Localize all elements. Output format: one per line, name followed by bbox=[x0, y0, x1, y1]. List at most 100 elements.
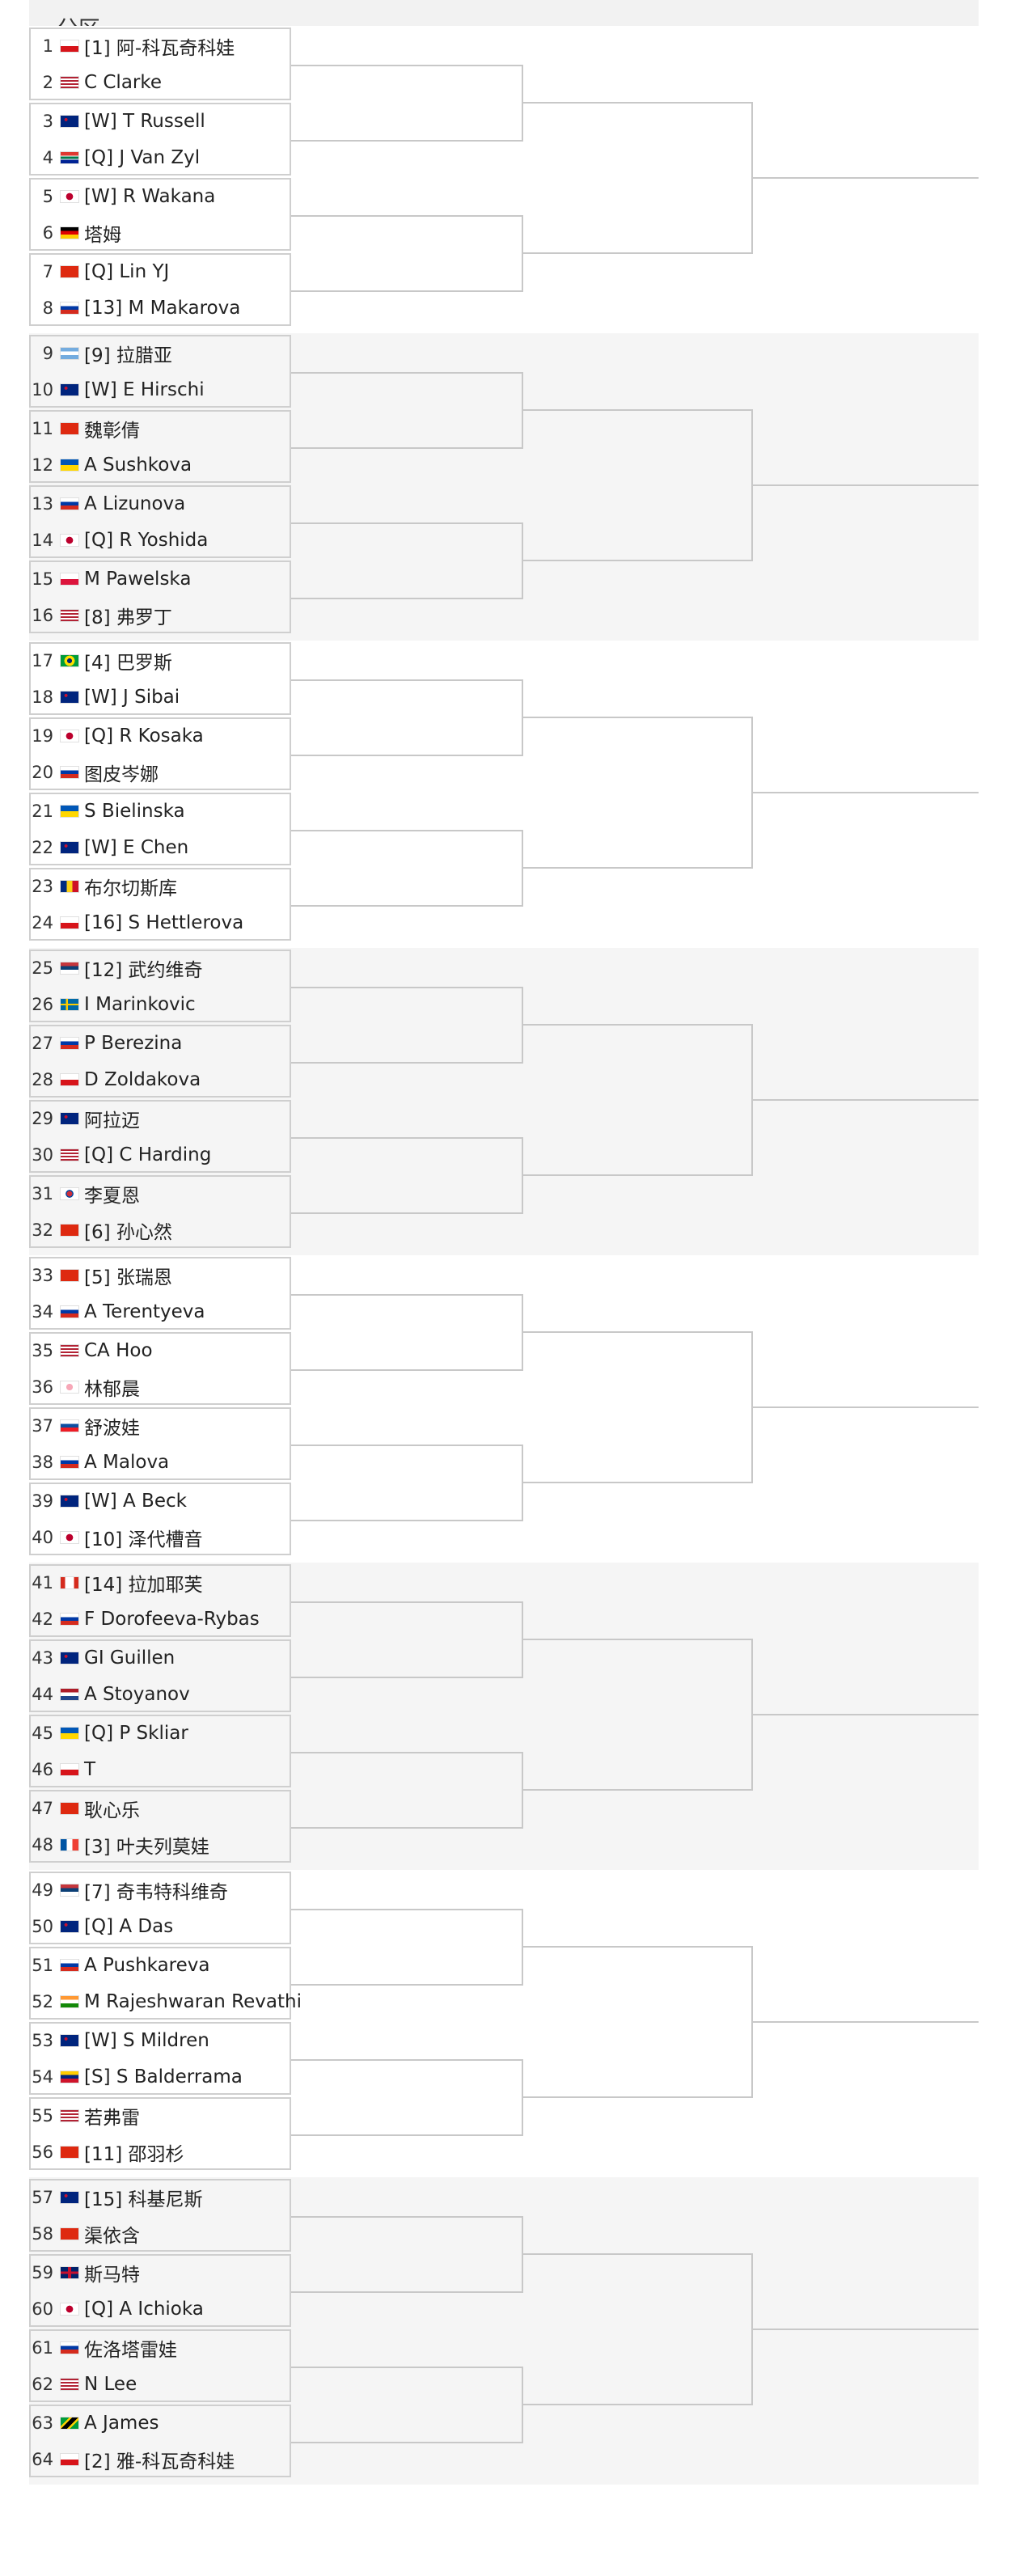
player-name[interactable]: [12] 武约维奇 bbox=[84, 960, 203, 981]
player-row[interactable]: 16[8] 弗罗丁 bbox=[29, 597, 385, 634]
player-name[interactable]: A James bbox=[84, 2413, 159, 2434]
player-name[interactable]: D Zoldakova bbox=[84, 1069, 201, 1090]
player-name[interactable]: [Q] R Yoshida bbox=[84, 530, 209, 551]
player-name[interactable]: M Rajeshwaran Revathi bbox=[84, 1991, 302, 2012]
player-name[interactable]: 佐洛塔雷娃 bbox=[84, 2340, 177, 2361]
player-name[interactable]: I Marinkovic bbox=[84, 994, 196, 1015]
player-row[interactable]: 54[S] S Balderrama bbox=[29, 2058, 385, 2096]
player-row[interactable]: 32[6] 孙心然 bbox=[29, 1212, 385, 1249]
player-row[interactable]: 57[15] 科基尼斯 bbox=[29, 2179, 385, 2216]
player-name[interactable]: 舒波娃 bbox=[84, 1418, 140, 1439]
player-name[interactable]: A Pushkareva bbox=[84, 1955, 210, 1976]
player-row[interactable]: 41[14] 拉加耶芙 bbox=[29, 1564, 385, 1601]
player-name[interactable]: [W] J Sibai bbox=[84, 687, 180, 708]
player-name[interactable]: [6] 孙心然 bbox=[84, 1222, 172, 1243]
player-name[interactable]: [2] 雅-科瓦奇科娃 bbox=[84, 2451, 235, 2472]
player-name[interactable]: 布尔切斯库 bbox=[84, 878, 177, 899]
player-name[interactable]: [W] A Beck bbox=[84, 1491, 187, 1512]
player-name[interactable]: [15] 科基尼斯 bbox=[84, 2189, 203, 2210]
player-row[interactable]: 53[W] S Mildren bbox=[29, 2022, 385, 2059]
player-row[interactable]: 18[W] J Sibai bbox=[29, 679, 385, 716]
player-name[interactable]: A Terentyeva bbox=[84, 1301, 205, 1322]
player-name[interactable]: [11] 邵羽杉 bbox=[84, 2144, 184, 2165]
player-name[interactable]: 图皮岑娜 bbox=[84, 764, 159, 785]
player-name[interactable]: N Lee bbox=[84, 2374, 137, 2395]
player-name[interactable]: [S] S Balderrama bbox=[84, 2066, 243, 2087]
player-name[interactable]: 魏彰倩 bbox=[84, 421, 140, 442]
player-row[interactable]: 14[Q] R Yoshida bbox=[29, 522, 385, 559]
player-name[interactable]: [Q] R Kosaka bbox=[84, 725, 204, 747]
player-name[interactable]: [8] 弗罗丁 bbox=[84, 607, 172, 628]
player-row[interactable]: 4[Q] J Van Zyl bbox=[29, 139, 385, 176]
player-row[interactable]: 1[1] 阿-科瓦奇科娃 bbox=[29, 27, 385, 65]
player-name[interactable]: S Bielinska bbox=[84, 801, 185, 822]
player-name[interactable]: [9] 拉腊亚 bbox=[84, 345, 172, 366]
player-name[interactable]: [1] 阿-科瓦奇科娃 bbox=[84, 38, 235, 59]
player-row[interactable]: 22[W] E Chen bbox=[29, 829, 385, 866]
player-row[interactable]: 39[W] A Beck bbox=[29, 1483, 385, 1520]
player-row[interactable]: 60[Q] A Ichioka bbox=[29, 2290, 385, 2328]
player-name[interactable]: 李夏恩 bbox=[84, 1186, 140, 1207]
player-name[interactable]: [13] M Makarova bbox=[84, 298, 241, 319]
player-row[interactable]: 33[5] 张瑞恩 bbox=[29, 1257, 385, 1294]
player-name[interactable]: [10] 泽代槽音 bbox=[84, 1529, 203, 1550]
player-name[interactable]: [W] T Russell bbox=[84, 111, 205, 132]
player-row[interactable]: 64[2] 雅-科瓦奇科娃 bbox=[29, 2441, 385, 2478]
player-row[interactable]: 19[Q] R Kosaka bbox=[29, 717, 385, 755]
player-row[interactable]: 48[3] 叶夫列莫娃 bbox=[29, 1826, 385, 1863]
player-name[interactable]: CA Hoo bbox=[84, 1340, 153, 1361]
player-name[interactable]: 塔姆 bbox=[84, 225, 121, 246]
player-name[interactable]: [W] E Chen bbox=[84, 837, 189, 858]
player-row[interactable]: 25[12] 武约维奇 bbox=[29, 950, 385, 987]
player-name[interactable]: [Q] A Das bbox=[84, 1916, 174, 1937]
player-row[interactable]: 5[W] R Wakana bbox=[29, 178, 385, 215]
player-row[interactable]: 9[9] 拉腊亚 bbox=[29, 335, 385, 372]
player-name[interactable]: M Pawelska bbox=[84, 569, 192, 590]
player-row[interactable]: 8[13] M Makarova bbox=[29, 290, 385, 327]
player-name[interactable]: C Clarke bbox=[84, 72, 163, 93]
player-row[interactable]: 40[10] 泽代槽音 bbox=[29, 1519, 385, 1556]
player-name[interactable]: F Dorofeeva-Rybas bbox=[84, 1609, 260, 1630]
player-row[interactable]: 10[W] E Hirschi bbox=[29, 371, 385, 408]
player-name[interactable]: T bbox=[84, 1759, 96, 1780]
player-name[interactable]: [Q] Lin YJ bbox=[84, 261, 170, 282]
player-name[interactable]: [W] R Wakana bbox=[84, 186, 216, 207]
player-name[interactable]: [4] 巴罗斯 bbox=[84, 653, 172, 674]
player-name[interactable]: A Malova bbox=[84, 1452, 170, 1473]
player-row[interactable]: 45[Q] P Skliar bbox=[29, 1715, 385, 1752]
player-row[interactable]: 50[Q] A Das bbox=[29, 1908, 385, 1945]
player-name[interactable]: 林郁晨 bbox=[84, 1379, 140, 1400]
player-name[interactable]: [5] 张瑞恩 bbox=[84, 1267, 172, 1288]
player-row[interactable]: 49[7] 奇韦特科维奇 bbox=[29, 1872, 385, 1909]
player-name[interactable]: [Q] C Harding bbox=[84, 1144, 212, 1165]
player-name[interactable]: 若弗雷 bbox=[84, 2108, 140, 2129]
player-name[interactable]: [3] 叶夫列莫娃 bbox=[84, 1837, 209, 1858]
player-name[interactable]: [Q] P Skliar bbox=[84, 1723, 188, 1744]
player-name[interactable]: P Berezina bbox=[84, 1033, 183, 1054]
player-row[interactable]: 24[16] S Hettlerova bbox=[29, 904, 385, 941]
player-name[interactable]: 渠依含 bbox=[84, 2226, 140, 2247]
